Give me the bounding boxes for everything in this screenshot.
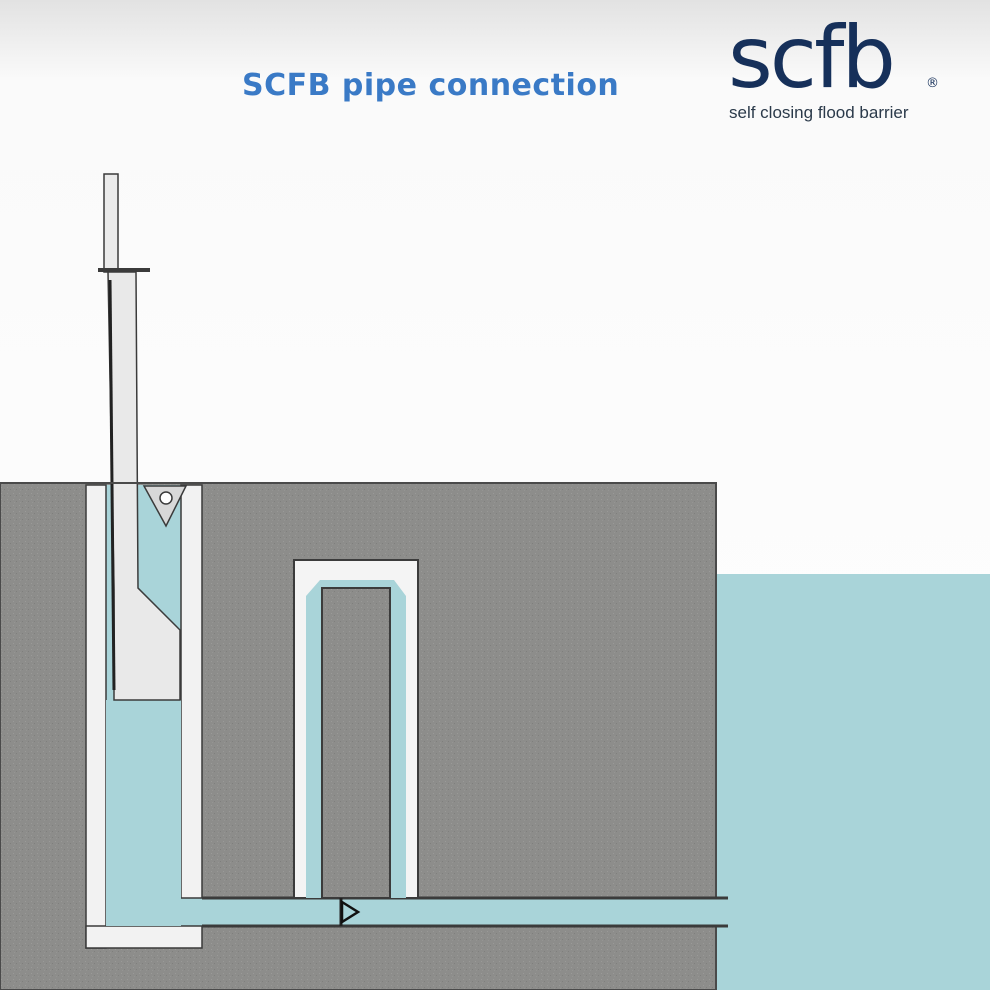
barrier-post xyxy=(103,173,119,273)
riser-core-block xyxy=(321,587,391,899)
logo-wordmark: scfb xyxy=(728,8,896,108)
pit-lining-bottom xyxy=(85,925,203,949)
connection-pipe xyxy=(202,898,728,926)
barrier-top-cap xyxy=(98,268,150,272)
diagram-title: SCFB pipe connection xyxy=(242,68,620,103)
flood-barrier-panel xyxy=(98,173,188,701)
barrier-hinge-bracket xyxy=(142,485,188,528)
riser-pipe-water xyxy=(306,580,406,898)
logo-tagline: self closing flood barrier xyxy=(729,103,909,122)
pit-lining-right xyxy=(180,484,203,899)
check-valve-icon xyxy=(339,898,361,926)
pit-water-inner xyxy=(106,700,181,926)
barrier-seal-line xyxy=(108,279,116,691)
flood-water-outside xyxy=(716,574,990,990)
hinge-pin xyxy=(159,491,173,505)
logo-registered-mark: ® xyxy=(926,76,939,91)
pit-lining-left xyxy=(85,484,107,949)
